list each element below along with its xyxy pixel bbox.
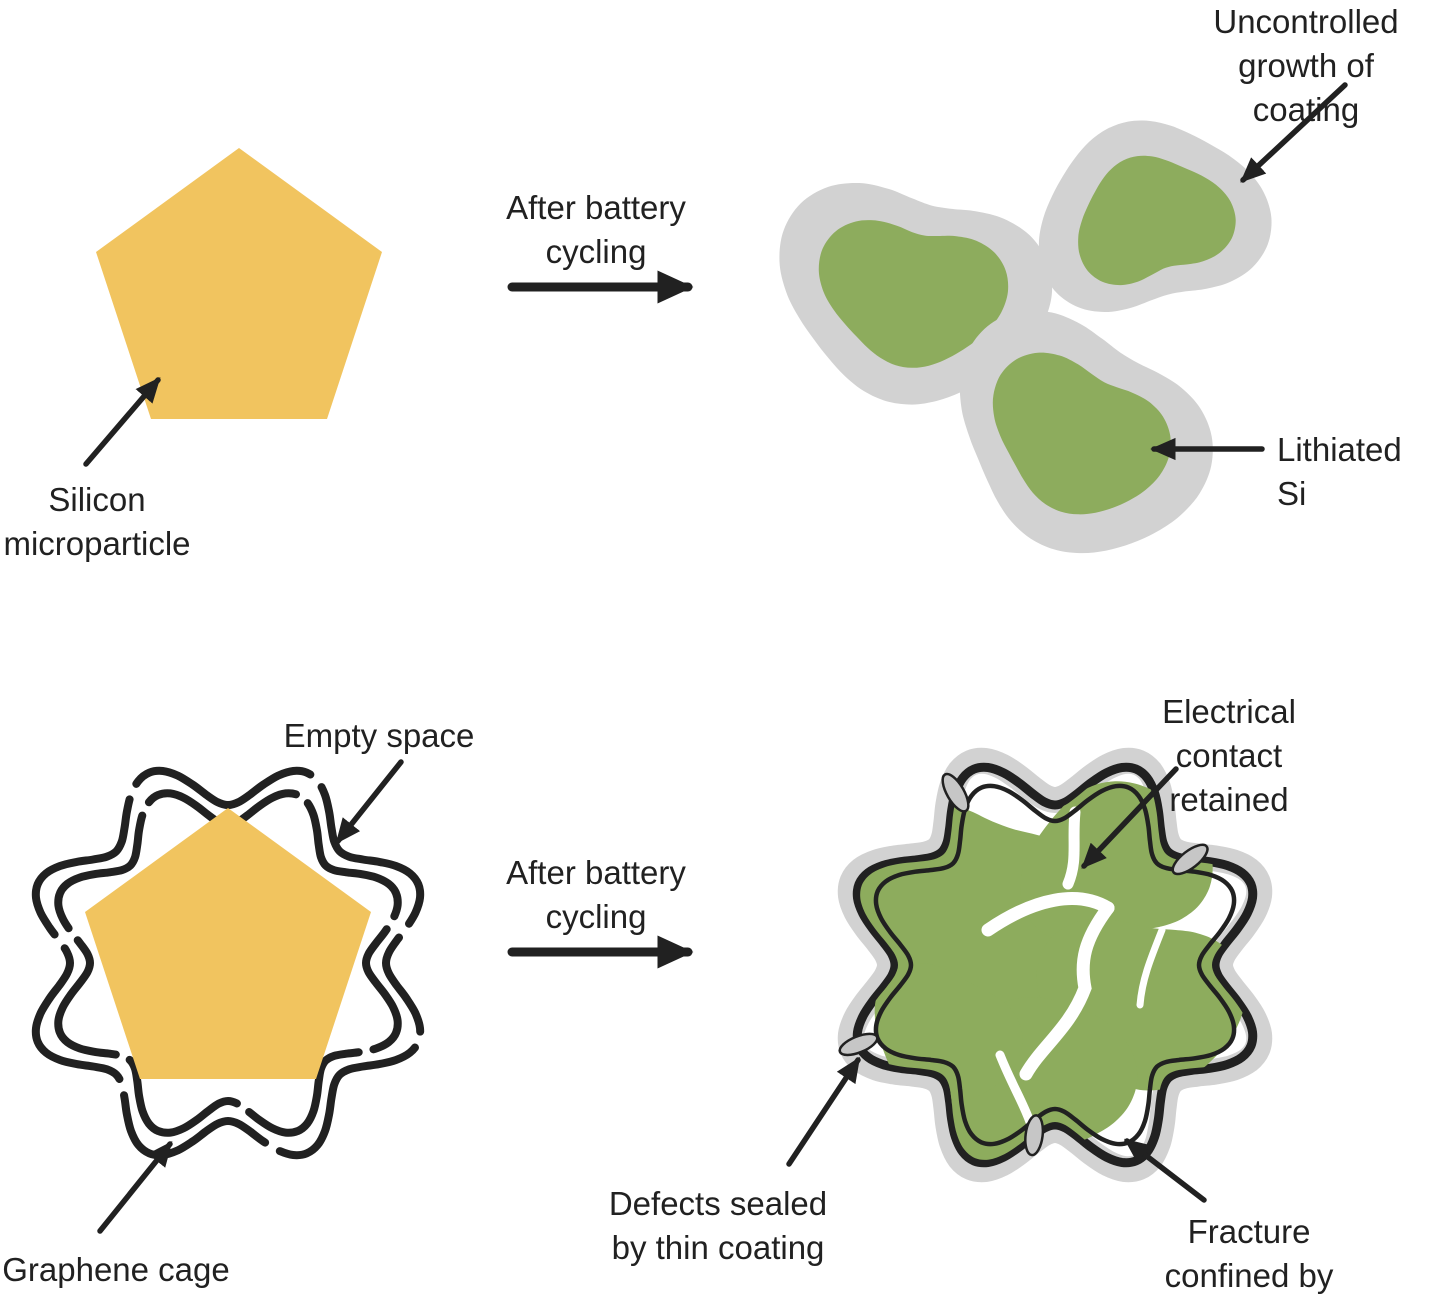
empty-space-arrow [335, 759, 404, 844]
particle-3-lithiated-core [992, 352, 1171, 515]
defects-sealed-arrow [786, 1056, 861, 1167]
fracture-crack-s-curve [1019, 901, 1115, 1081]
graphene-cage-inner-line [54, 789, 402, 1137]
fracture-crack-top [1062, 806, 1081, 890]
silicon-microparticle-label: Silicon microparticle [3, 481, 191, 562]
graphene-cage-outer-line [31, 766, 425, 1160]
electrical-contact-arrow [1081, 766, 1179, 869]
uncontrolled-growth-label: Uncontrolled growth of coating [1213, 3, 1399, 128]
fracture-confined-arrow [1123, 1138, 1207, 1203]
defect-seal-top [941, 772, 970, 813]
uncontrolled-growth-arrow [1240, 82, 1348, 183]
after-cycling-label-bottom: After battery cycling [506, 854, 686, 935]
fracture-crack-right [1136, 926, 1166, 1009]
defect-seal-bottom [1024, 1114, 1045, 1157]
electrical-contact-label: Electrical contact retained [1162, 693, 1296, 818]
particle-1-lithiated-core [818, 220, 1009, 368]
defects-sealed-label: Defects sealed by thin coating [608, 1185, 828, 1266]
cage-inner-line-cycled [873, 783, 1237, 1147]
fracture-crack-middle [981, 892, 1115, 937]
lithiated-si-label: Lithiated Si [1277, 431, 1402, 512]
caged-silicon-pentagon [85, 808, 371, 1079]
cycled-cage-assembly [837, 747, 1273, 1183]
fracture-confined-label: Fracture confined by strong and flexible… [1164, 1213, 1334, 1294]
silicon-pentagon [96, 148, 382, 419]
silicon-microparticle-arrow [83, 377, 161, 467]
after-cycling-label-top: After battery cycling [506, 189, 686, 270]
defect-seal-left [838, 1032, 879, 1057]
fracture-crack-bottom [995, 1050, 1035, 1127]
particle-2-lithiated-core [1078, 155, 1236, 286]
graphene-cage-assembly [31, 766, 425, 1160]
graphene-cage-label: Graphene cage [2, 1251, 230, 1288]
empty-space-label: Empty space [283, 717, 475, 754]
defect-seal-right [1171, 843, 1209, 876]
uncontrolled-coating-cluster [779, 120, 1272, 554]
graphene-cage-arrow [97, 1141, 173, 1234]
